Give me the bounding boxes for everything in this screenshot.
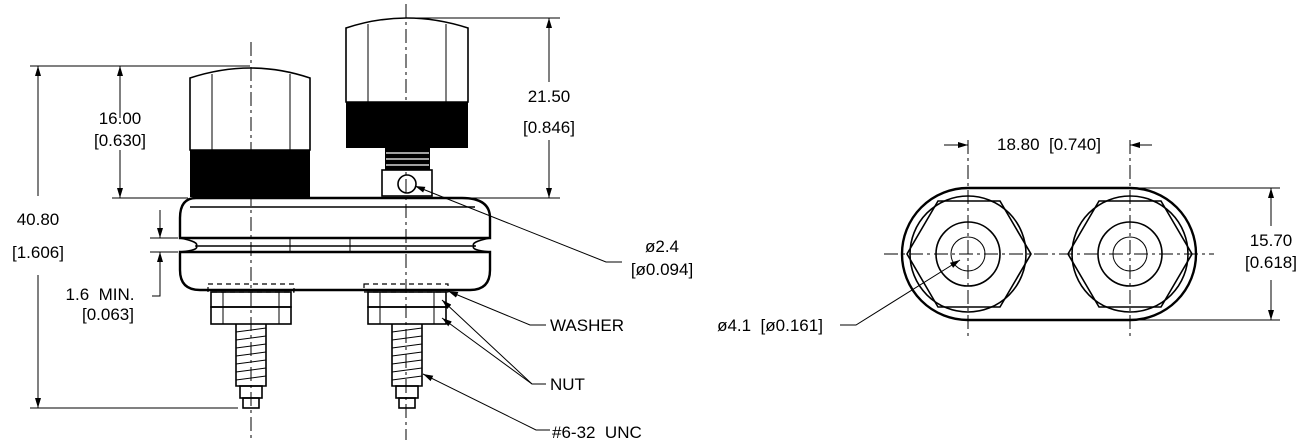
side-view (30, 4, 622, 440)
dim-top-height (406, 17, 560, 199)
thread-label: #6-32 UNC (552, 423, 642, 442)
mount-hole-leader (840, 259, 961, 326)
nut-label: NUT (550, 375, 585, 394)
washer-label: WASHER (550, 316, 624, 335)
cap-height-in: [0.630] (94, 131, 146, 150)
post-spacing: 18.80 [0.740] (997, 135, 1101, 154)
nut-leader-1 (441, 299, 546, 385)
cap-height-mm: 16.00 (99, 109, 142, 128)
mount-hole-label: ø4.1 [ø0.161] (717, 316, 823, 335)
overall-height-in: [1.606] (12, 243, 64, 262)
dim-body-width (1136, 187, 1280, 321)
panel-min-mm: 1.6 MIN. (66, 285, 135, 304)
labels: 16.00 [0.630] 21.50 [0.846] 40.80 [1.606… (12, 87, 1297, 442)
left-hardware (207, 283, 295, 409)
dim-cap-height (112, 66, 188, 199)
left-hex (906, 200, 1032, 308)
right-hardware (363, 283, 449, 409)
body-width-in: [0.618] (1245, 253, 1297, 272)
left-cap (189, 67, 311, 198)
insulator-body (178, 196, 492, 292)
cross-hole (397, 174, 417, 194)
top-height-in: [0.846] (523, 118, 575, 137)
cross-hole-in: [ø0.094] (631, 260, 693, 279)
body-width-mm: 15.70 (1250, 231, 1293, 250)
cross-hole-leader (414, 185, 622, 263)
top-height-mm: 21.50 (528, 87, 571, 106)
overall-height-mm: 40.80 (17, 210, 60, 229)
cross-hole-mm: ø2.4 (645, 237, 679, 256)
nut-leader-2 (441, 317, 533, 385)
top-view (840, 140, 1280, 340)
right-cap (345, 17, 469, 197)
panel-min-in: [0.063] (82, 305, 134, 324)
dim-panel-thickness (150, 210, 178, 297)
washer-leader (447, 290, 546, 326)
thread-leader (422, 373, 550, 431)
dim-overall-height (30, 65, 250, 409)
